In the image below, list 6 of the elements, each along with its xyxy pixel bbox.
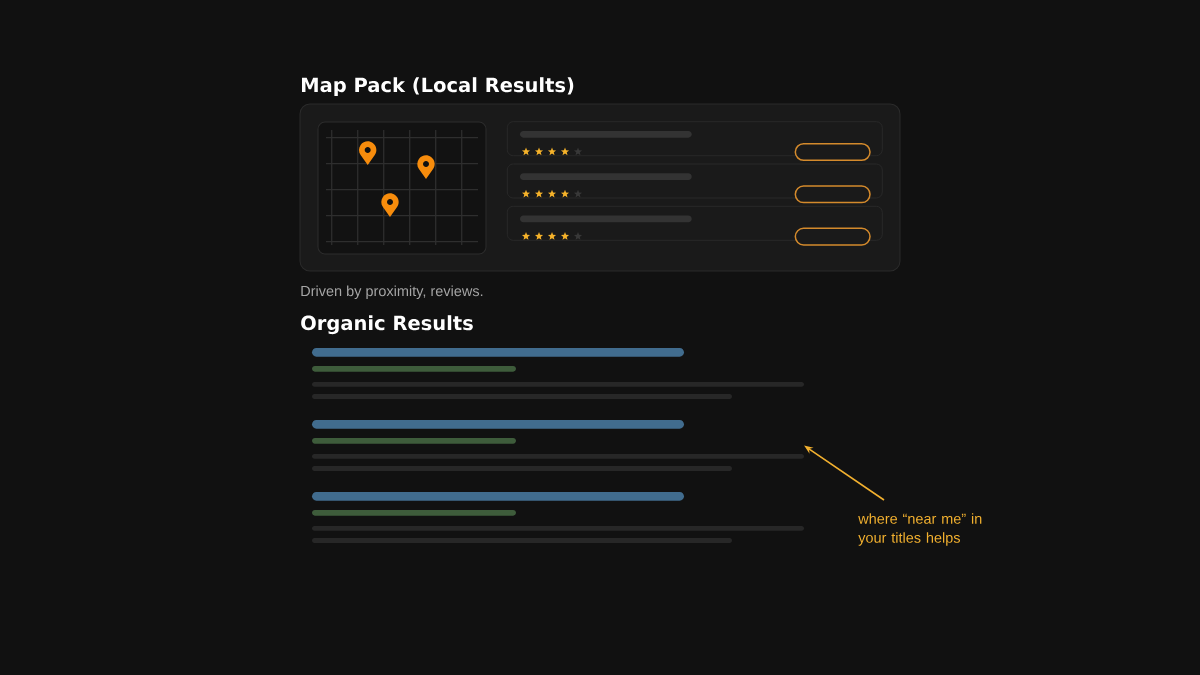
search-result-placeholder — [312, 348, 804, 399]
section-heading: Map Pack (Local Results) — [302, 77, 574, 97]
annotation: where “near me” in your titles helps — [858, 513, 982, 546]
description-text: Driven by proximity, reviews. — [301, 285, 483, 299]
search-result-placeholder — [312, 492, 804, 543]
search-result-placeholder — [312, 420, 804, 471]
